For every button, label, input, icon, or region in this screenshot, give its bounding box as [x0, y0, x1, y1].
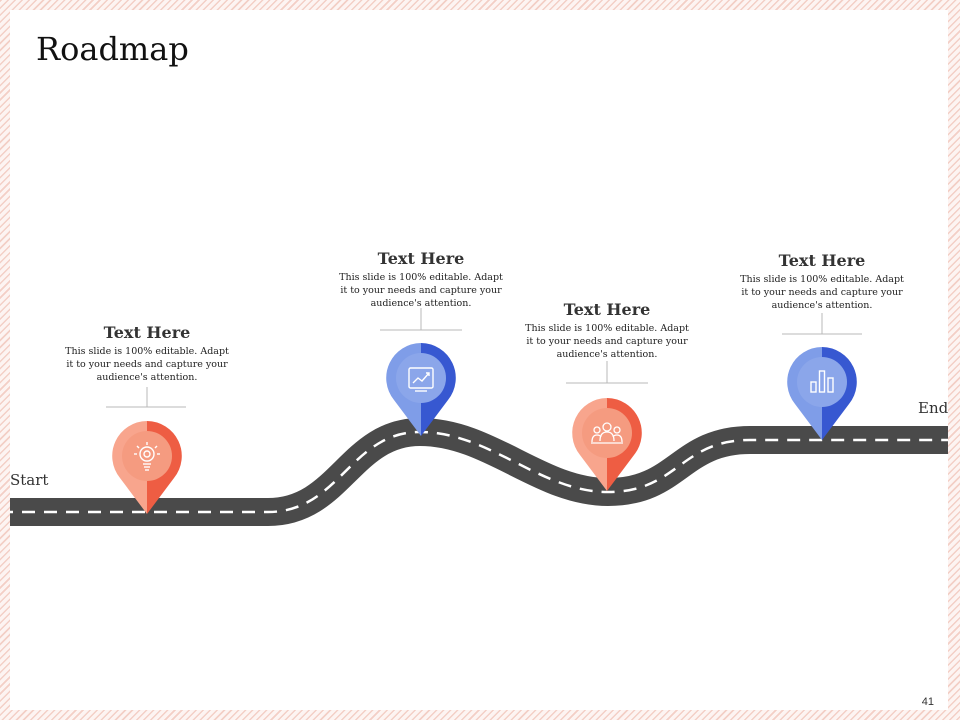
milestone-pin-3[interactable]: [572, 398, 642, 491]
end-label: End: [918, 399, 948, 417]
milestone-description: This slide is 100% editable. Adapt it to…: [339, 272, 503, 309]
team-group-icon: [591, 422, 623, 444]
milestone-description: This slide is 100% editable. Adapt it to…: [525, 323, 689, 360]
slide: Roadmap: [10, 10, 948, 710]
road-lane-marking: [10, 430, 948, 514]
roadmap-graphic: [10, 308, 948, 526]
milestone-pin-2[interactable]: [386, 343, 456, 436]
milestone-pin-1[interactable]: [112, 421, 182, 514]
milestone-pin-4[interactable]: [787, 347, 857, 440]
milestone-description: This slide is 100% editable. Adapt it to…: [740, 274, 904, 311]
start-label: Start: [10, 471, 49, 489]
slide-title: Roadmap: [36, 30, 189, 68]
milestone-callout-1: Text Here This slide is 100% editable. A…: [62, 323, 232, 384]
milestone-title: Text Here: [563, 300, 651, 319]
milestone-title: Text Here: [778, 251, 866, 270]
callout-connectors: [106, 308, 862, 408]
milestone-title: Text Here: [103, 323, 191, 342]
page-number: 41: [921, 696, 934, 708]
lightbulb-gear-icon: [134, 442, 160, 471]
bar-chart-icon: [810, 370, 834, 393]
milestone-callout-3: Text Here This slide is 100% editable. A…: [522, 300, 692, 361]
growth-chart-icon: [408, 367, 434, 392]
milestone-title: Text Here: [377, 249, 465, 268]
milestone-description: This slide is 100% editable. Adapt it to…: [65, 346, 229, 383]
milestone-callout-2: Text Here This slide is 100% editable. A…: [336, 249, 506, 310]
milestone-callout-4: Text Here This slide is 100% editable. A…: [737, 251, 907, 312]
